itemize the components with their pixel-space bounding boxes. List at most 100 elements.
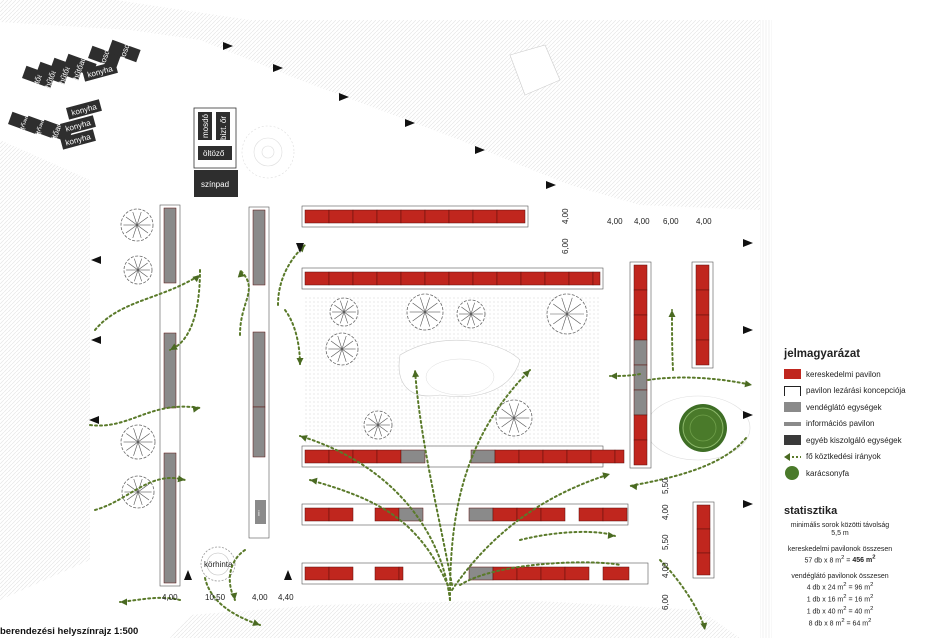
retail-pavilion: [695, 339, 710, 366]
retail-pavilion: [633, 289, 648, 316]
info-swatch: [784, 421, 801, 426]
tree-icon: [123, 255, 153, 285]
arrow-icon: [700, 622, 708, 630]
konyha-unit: konyha: [66, 99, 102, 120]
trees: [120, 208, 588, 509]
legend-label: pavilon lezárási koncepciója: [806, 386, 906, 396]
retail-pavilion: [696, 528, 711, 554]
traffic-path: [299, 435, 451, 601]
arrow-icon: [300, 435, 308, 442]
entrance-marker: [743, 411, 753, 419]
traffic-path: [94, 274, 201, 331]
retail-pavilion: [695, 289, 710, 316]
retail-pavilion: [492, 507, 518, 522]
traffic-path: [519, 530, 616, 541]
dim-vright-1: 4,00: [661, 504, 670, 520]
retail-pavilion: [304, 566, 330, 581]
arrow-icon: [784, 452, 801, 461]
retail-pavilion: [328, 209, 354, 224]
entrance-markers: [89, 42, 753, 580]
arrow-icon: [192, 275, 200, 283]
dim-top-1: 4,00: [634, 217, 650, 226]
entrance-marker: [91, 336, 101, 344]
dim-vtop-1: 6,00: [561, 238, 570, 254]
legend-label: egyéb kiszolgáló egységek: [806, 435, 902, 445]
stage-group: mosdó bizt. őr öltöző színpad: [193, 107, 238, 197]
pavilion-rows: [159, 204, 715, 587]
retail-pavilion: [695, 264, 710, 291]
legend-item-info: információs pavilon: [784, 416, 952, 433]
stat-label: vendéglátó pavilonok összesen: [791, 572, 889, 580]
legend-item-other: egyéb kiszolgáló egységek: [784, 432, 952, 449]
retail-pavilion: [304, 271, 330, 286]
retail-pavilion: [424, 271, 450, 286]
traffic-path: [204, 577, 261, 626]
surrounding-buildings: [0, 0, 772, 638]
traffic-path: [449, 369, 531, 601]
food-pavilion: [400, 449, 426, 464]
traffic-path: [451, 473, 611, 591]
dim-bottom-1: 10,50: [205, 593, 226, 602]
retail-pavilion: [696, 552, 711, 576]
traffic-path: [671, 309, 674, 371]
stat-label: kereskedelmi pavilonok összesen: [787, 545, 893, 553]
entrance-marker: [284, 570, 292, 580]
tree-icon: [495, 399, 533, 437]
entrance-marker: [223, 42, 233, 50]
retail-pavilion: [566, 449, 592, 464]
traffic-path: [414, 369, 453, 586]
arrow-icon: [668, 310, 676, 317]
retail-pavilion: [352, 449, 378, 464]
arrow-icon: [610, 372, 617, 380]
dim-vright-4: 6,00: [661, 594, 670, 610]
retail-pavilion: [633, 314, 648, 341]
food-pavilion: [252, 331, 266, 408]
arrow-icon: [607, 531, 615, 539]
retail-pavilion: [695, 314, 710, 341]
retail-pavilion: [633, 414, 648, 441]
arrow-icon: [630, 483, 638, 491]
retail-pavilion: [472, 271, 498, 286]
tree-icon: [120, 424, 156, 460]
entrance-marker: [405, 119, 415, 127]
dim-top-3: 4,00: [696, 217, 712, 226]
retail-pavilion: [568, 271, 594, 286]
mosdo-label: mosdó: [201, 113, 210, 138]
entrance-marker: [296, 243, 304, 253]
legend-title: jelmagyarázat: [784, 348, 861, 360]
traffic-path: [277, 244, 306, 306]
retail-pavilion: [602, 507, 628, 522]
dim-vright-3: 4,00: [661, 562, 670, 578]
traffic-path: [89, 405, 201, 427]
retail-pavilion: [633, 264, 648, 291]
legend-item-tree: karácsonyfa: [784, 465, 952, 482]
retail-pavilion: [696, 504, 711, 530]
retail-pavilion: [614, 449, 625, 464]
entrance-marker: [475, 146, 485, 154]
retail-pavilion: [516, 566, 542, 581]
legend-item-arrow: fő köztkedési irányok: [784, 449, 952, 466]
arrow-icon: [170, 343, 178, 350]
retail-pavilion: [564, 566, 590, 581]
retail-pavilion: [376, 271, 402, 286]
info-label: i: [258, 509, 260, 518]
traffic-path: [169, 269, 201, 351]
plan-caption: berendezési helyszínrajz 1:500: [0, 626, 139, 637]
tree-icon: [785, 466, 799, 481]
retail-pavilion: [376, 449, 402, 464]
legend-label: kereskedelmi pavilon: [806, 369, 881, 379]
food-line: 4 db x 24 m2 = 96 m2: [806, 582, 874, 592]
retail-pavilion: [492, 566, 518, 581]
legend-label: fő köztkedési irányok: [806, 452, 881, 462]
retail-calc: 57 db x 8 m: [804, 557, 842, 565]
statistics: statisztika minimális sorok közötti távo…: [784, 506, 896, 636]
retail-pavilion: [602, 566, 630, 581]
tree-icon: [546, 293, 588, 335]
arrow-icon: [310, 477, 318, 485]
entrance-marker: [743, 239, 753, 247]
food-pavilion: [163, 452, 177, 584]
tree-icon: [456, 299, 486, 329]
traffic-path: [309, 479, 451, 591]
dim-bottom-2: 4,00: [252, 593, 268, 602]
